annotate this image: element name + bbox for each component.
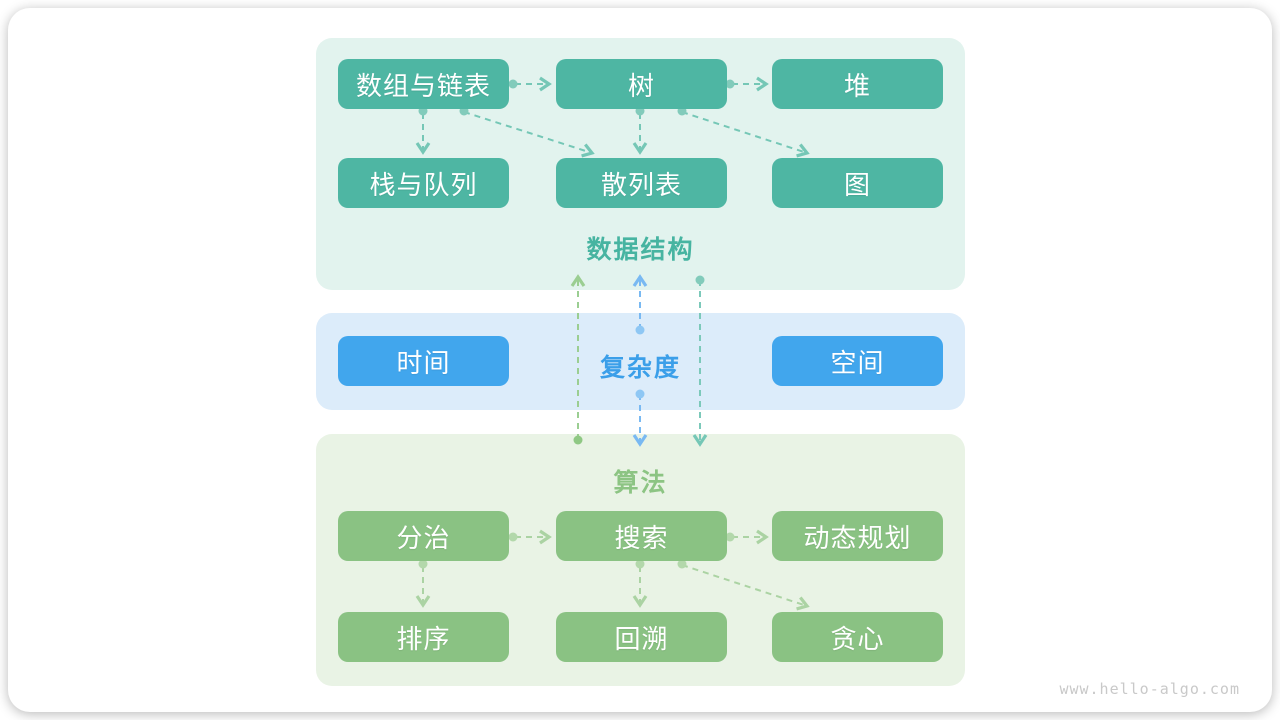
node-stack-queue: 栈与队列 <box>338 158 509 208</box>
node-sorting: 排序 <box>338 612 509 662</box>
node-greedy: 贪心 <box>772 612 943 662</box>
node-arrays-linked-lists: 数组与链表 <box>338 59 509 109</box>
node-tree: 树 <box>556 59 727 109</box>
node-search: 搜索 <box>556 511 727 561</box>
complexity-label: 复杂度 <box>599 354 681 382</box>
node-graph: 图 <box>772 158 943 208</box>
site-watermark: www.hello-algo.com <box>1059 680 1240 698</box>
node-time: 时间 <box>338 336 509 386</box>
node-divide-conquer: 分治 <box>338 511 509 561</box>
node-dynamic-programming: 动态规划 <box>772 511 943 561</box>
data-structures-label: 数据结构 <box>586 236 695 264</box>
node-hash-table: 散列表 <box>556 158 727 208</box>
node-backtracking: 回溯 <box>556 612 727 662</box>
node-space: 空间 <box>772 336 943 386</box>
node-heap: 堆 <box>772 59 943 109</box>
algorithms-label: 算法 <box>613 469 668 497</box>
